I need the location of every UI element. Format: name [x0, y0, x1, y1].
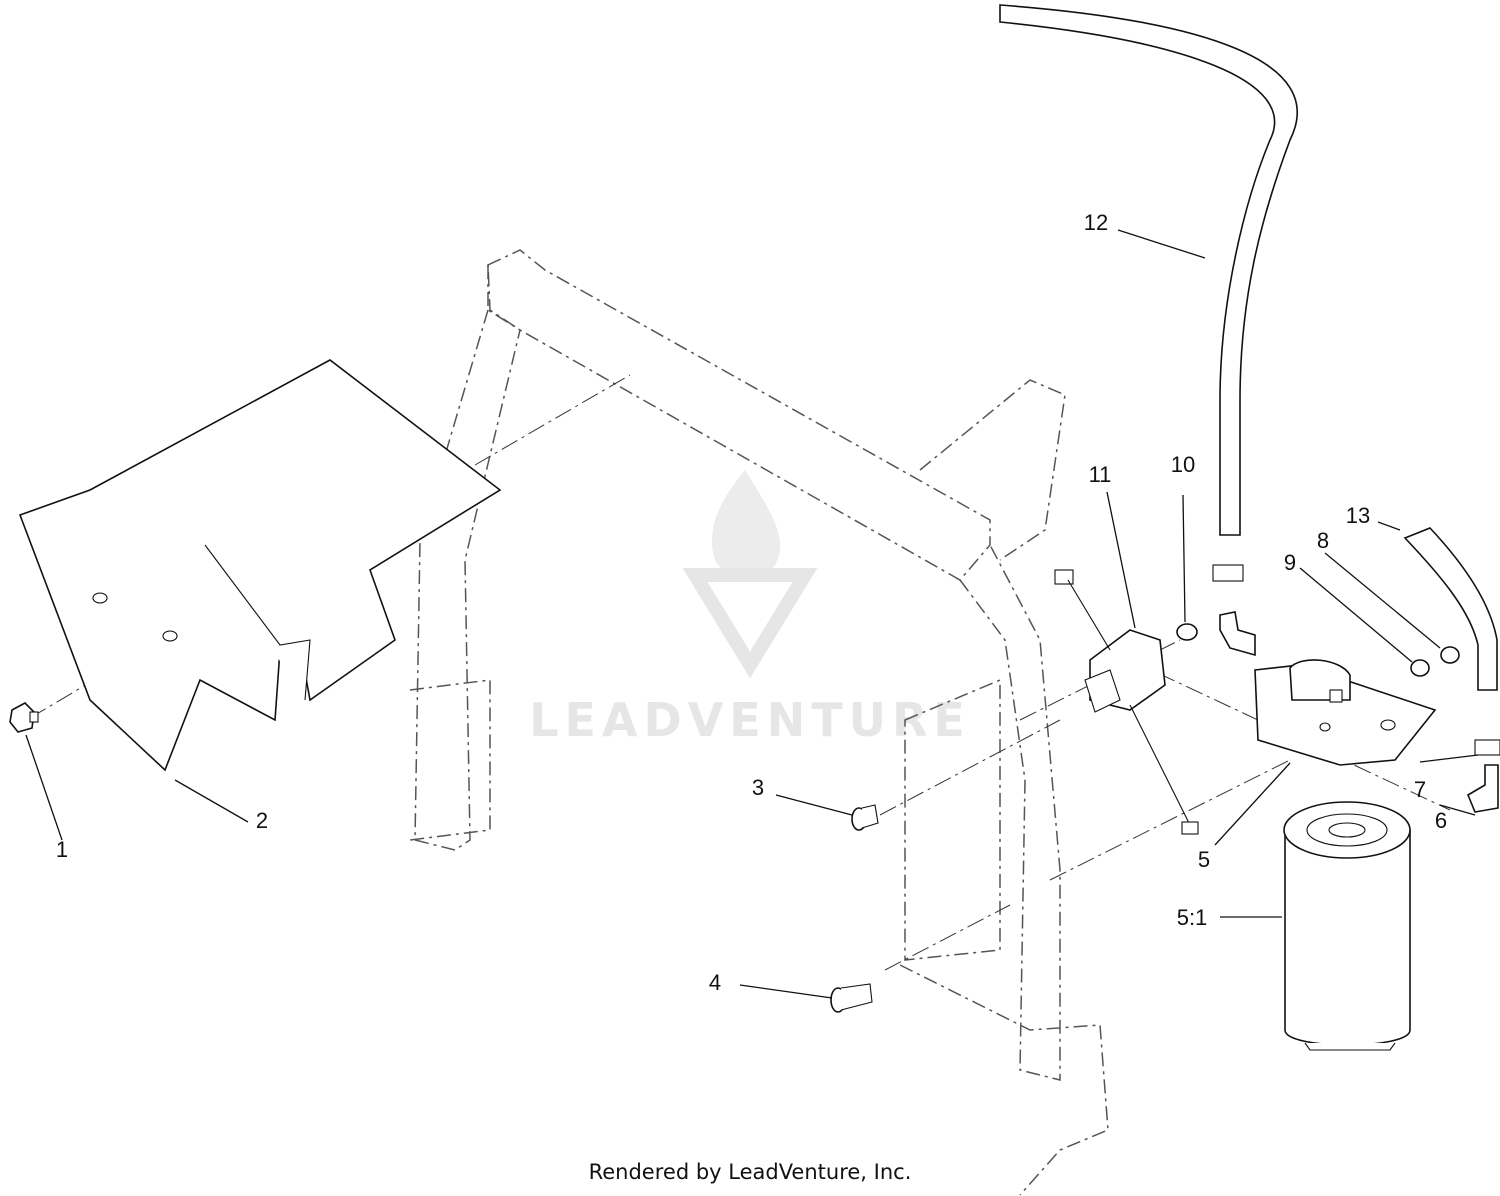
callout-11: 11: [1089, 462, 1112, 487]
leadventure-watermark: LEADVENTURE: [529, 470, 971, 747]
part-8-nut: [1440, 646, 1460, 664]
part-10-nut: [1176, 623, 1198, 641]
callout-7: 7: [1414, 777, 1426, 802]
part-12-fuel-hose: [999, 4, 1298, 536]
callout-9: 9: [1284, 550, 1296, 575]
callout-2: 2: [256, 808, 268, 833]
watermark-text: LEADVENTURE: [529, 693, 971, 747]
part-1-bolt: [9, 702, 39, 733]
rendered-by-footer: Rendered by LeadVenture, Inc.: [588, 1160, 912, 1184]
part-5-filter-head: [1254, 659, 1437, 766]
part-9-washer: [1410, 659, 1430, 677]
callout-1: 1: [56, 837, 68, 862]
part-3-carriage-bolt: [851, 804, 879, 831]
part-11-shutoff-valve: [1054, 569, 1199, 835]
callout-5-1: 5:1: [1177, 905, 1208, 930]
part-6-elbow: [1466, 764, 1499, 813]
callout-6: 6: [1435, 808, 1447, 833]
part-2-shield: [18, 359, 502, 772]
callout-4: 4: [709, 970, 721, 995]
hose-fitting: [1212, 564, 1256, 657]
callout-13: 13: [1346, 503, 1370, 528]
watermark-v-icon: [682, 568, 818, 679]
callout-8: 8: [1317, 528, 1329, 553]
watermark-flame-icon: [711, 470, 781, 578]
callout-5: 5: [1198, 847, 1210, 872]
part-13-hose: [1403, 527, 1498, 691]
part-4-carriage-bolt: [830, 983, 873, 1013]
part-5-1-fuel-filter: [1283, 801, 1411, 1051]
callout-3: 3: [752, 775, 764, 800]
leader-lines: [25, 229, 1479, 999]
callout-10: 10: [1171, 452, 1195, 477]
part-7-clamp: [1474, 739, 1500, 756]
callout-12: 12: [1084, 210, 1108, 235]
frame-phantom: [409, 249, 1109, 1196]
callout-labels: 1 2 3 4 5 5:1 6 7 8 9 10 11 12 13: [56, 210, 1447, 995]
